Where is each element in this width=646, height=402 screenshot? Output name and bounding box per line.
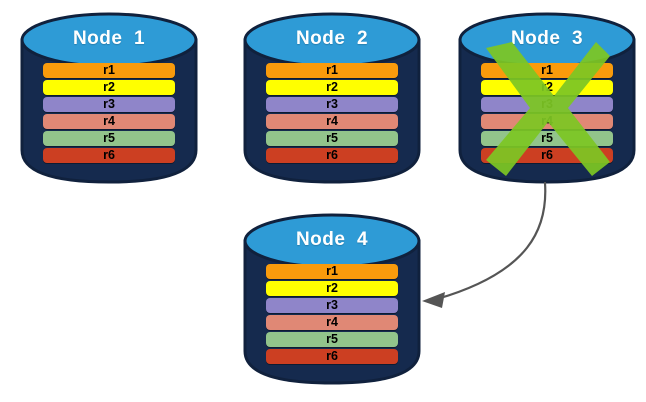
row-label: r2	[326, 281, 338, 296]
row-label: r1	[326, 264, 338, 279]
node-3-row-r3[interactable]: r3	[481, 97, 613, 112]
row-label: r5	[541, 131, 553, 146]
node-3-rows: r1 r2 r3 r4 r5 r6	[458, 63, 636, 165]
node-4-cylinder[interactable]: Node 4 r1 r2 r3 r4 r5 r6	[243, 211, 421, 385]
row-label: r2	[326, 80, 338, 95]
node-3-row-r5[interactable]: r5	[481, 131, 613, 146]
row-label: r4	[326, 114, 338, 129]
node-1-cylinder[interactable]: Node 1 r1 r2 r3 r4 r5 r6	[20, 10, 198, 184]
node-3-row-r2[interactable]: r2	[481, 80, 613, 95]
row-label: r5	[103, 131, 115, 146]
node-2-row-r4[interactable]: r4	[266, 114, 398, 129]
node-1-row-r1[interactable]: r1	[43, 63, 175, 78]
row-label: r1	[326, 63, 338, 78]
row-label: r6	[326, 349, 338, 364]
node-3-row-r6[interactable]: r6	[481, 148, 613, 163]
node-1-rows: r1 r2 r3 r4 r5 r6	[20, 63, 198, 165]
node-1-row-r5[interactable]: r5	[43, 131, 175, 146]
node-2-cylinder[interactable]: Node 2 r1 r2 r3 r4 r5 r6	[243, 10, 421, 184]
node-1-row-r6[interactable]: r6	[43, 148, 175, 163]
row-label: r3	[326, 298, 338, 313]
row-label: r1	[103, 63, 115, 78]
row-label: r3	[103, 97, 115, 112]
row-label: r6	[541, 148, 553, 163]
row-label: r4	[326, 315, 338, 330]
node-2-row-r1[interactable]: r1	[266, 63, 398, 78]
node-2-rows: r1 r2 r3 r4 r5 r6	[243, 63, 421, 165]
row-label: r5	[326, 131, 338, 146]
row-label: r1	[541, 63, 553, 78]
node-2-row-r5[interactable]: r5	[266, 131, 398, 146]
node-4-row-r6[interactable]: r6	[266, 349, 398, 364]
row-label: r6	[103, 148, 115, 163]
node-4-row-r1[interactable]: r1	[266, 264, 398, 279]
node-2-row-r2[interactable]: r2	[266, 80, 398, 95]
row-label: r4	[541, 114, 553, 129]
row-label: r3	[326, 97, 338, 112]
row-label: r2	[103, 80, 115, 95]
row-label: r3	[541, 97, 553, 112]
node-4-row-r5[interactable]: r5	[266, 332, 398, 347]
node-2-row-r3[interactable]: r3	[266, 97, 398, 112]
node-4-row-r3[interactable]: r3	[266, 298, 398, 313]
row-label: r5	[326, 332, 338, 347]
row-label: r6	[326, 148, 338, 163]
node-3-cylinder[interactable]: Node 3 r1 r2 r3 r4 r5 r6	[458, 10, 636, 184]
node-3-row-r1[interactable]: r1	[481, 63, 613, 78]
row-label: r2	[541, 80, 553, 95]
node-1-row-r3[interactable]: r3	[43, 97, 175, 112]
node-4-row-r2[interactable]: r2	[266, 281, 398, 296]
node-1-row-r2[interactable]: r2	[43, 80, 175, 95]
node-4-row-r4[interactable]: r4	[266, 315, 398, 330]
node-3-row-r4[interactable]: r4	[481, 114, 613, 129]
node-1-row-r4[interactable]: r4	[43, 114, 175, 129]
node-4-rows: r1 r2 r3 r4 r5 r6	[243, 264, 421, 366]
node-2-row-r6[interactable]: r6	[266, 148, 398, 163]
row-label: r4	[103, 114, 115, 129]
